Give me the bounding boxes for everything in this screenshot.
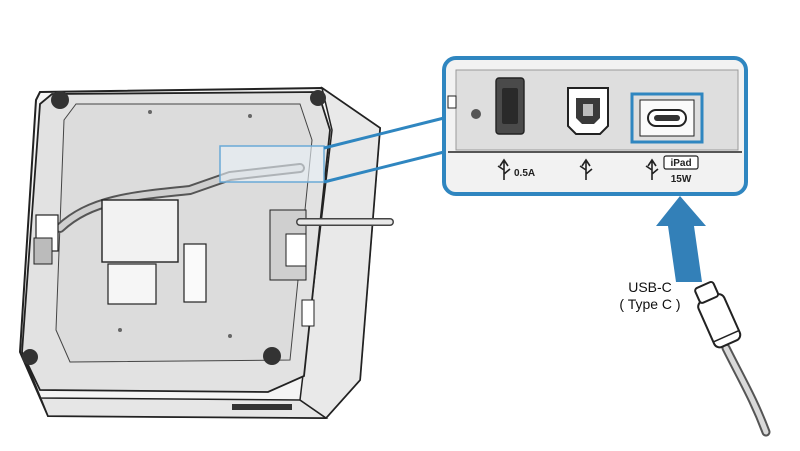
callout-line-lower: [323, 150, 445, 184]
screw-3: [118, 328, 122, 332]
usb-c-label: USB-C ( Type C ): [610, 279, 690, 313]
usb-c-port-highlight: [630, 92, 704, 144]
center-tab: [107, 263, 157, 305]
device-right-face: [299, 86, 381, 419]
rubber-foot-bottom-right: [263, 347, 281, 365]
port-1-current-label: 0.5A: [514, 168, 535, 179]
callout-line-upper: [323, 116, 445, 150]
usb-a-port: [495, 77, 525, 135]
bottom-vent-slot: [232, 404, 292, 410]
usb-icon-port-2: [579, 158, 593, 180]
side-connector: [301, 299, 315, 327]
usb-b-port: [567, 87, 609, 135]
screw-2: [248, 114, 252, 118]
usb-c-port: [630, 92, 704, 144]
cable-channel-inner: [57, 165, 303, 231]
port-3-power-label: 15W: [671, 174, 692, 185]
port-zoom-panel: 0.5A iPad 15W: [442, 56, 748, 196]
center-plate: [101, 199, 179, 263]
rubber-foot-bottom-left: [22, 349, 38, 365]
usb-icon-port-1: [497, 158, 511, 180]
port-bay-highlight: [219, 145, 325, 183]
usb-icon-port-3: [645, 158, 659, 180]
insert-direction-arrow: [656, 196, 706, 282]
right-bracket-clip: [285, 233, 307, 267]
rubber-foot-top-right: [310, 90, 326, 106]
ipad-badge-text: iPad: [670, 158, 691, 169]
usb-c-label-line2: ( Type C ): [619, 296, 681, 312]
usb-c-plug: [694, 281, 742, 349]
screw-1: [148, 110, 152, 114]
ipad-badge-box: [663, 155, 699, 170]
left-cable-clip-2: [33, 237, 53, 265]
usb-c-cable: [694, 281, 771, 437]
rubber-foot-top-left: [51, 91, 69, 109]
panel-indicator-hole: [471, 109, 481, 119]
screw-4: [228, 334, 232, 338]
usb-c-label-line1: USB-C: [628, 279, 672, 295]
device-underside: [18, 86, 394, 420]
center-slot: [183, 243, 207, 303]
callout-connector: [323, 116, 445, 184]
panel-left-notch: [447, 95, 457, 109]
